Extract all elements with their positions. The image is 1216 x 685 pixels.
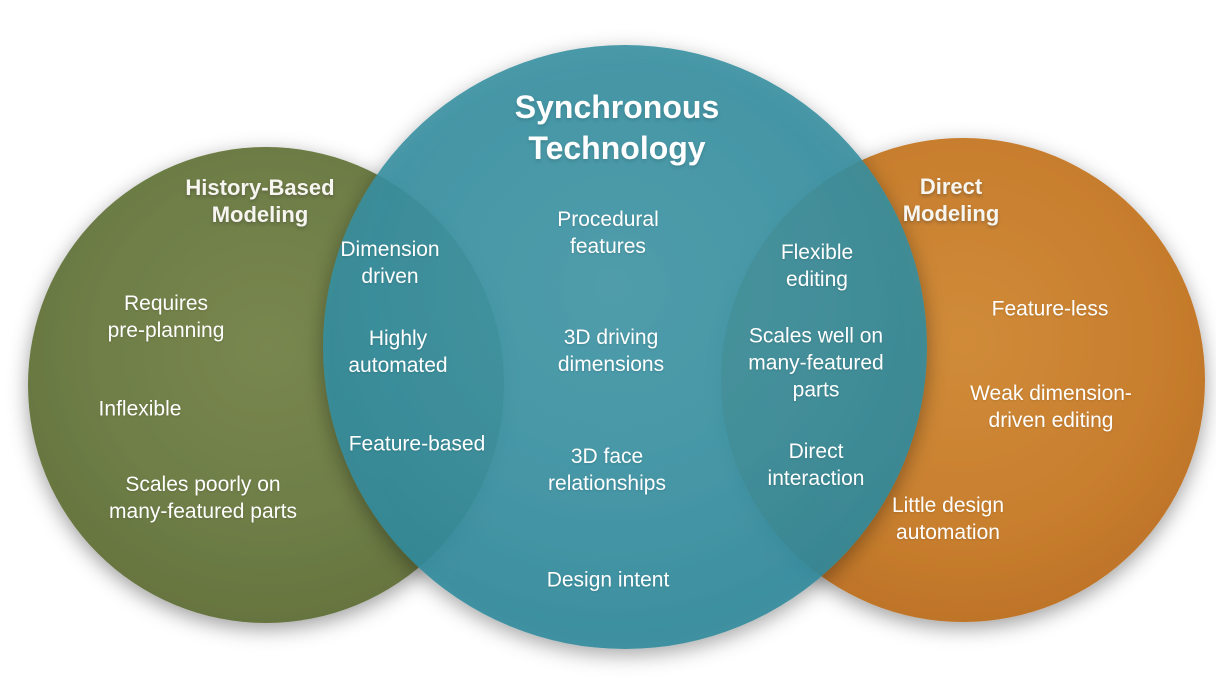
synchronous-direct-overlap-item: Scales well on many-featured parts [748, 324, 884, 402]
synchronous-technology-title: Synchronous Technology [514, 89, 720, 166]
history-synchronous-overlap-item: Feature-based [348, 432, 486, 456]
direct-item: Little design automation [891, 494, 1005, 544]
synchronous-item: 3D driving dimensions [557, 326, 665, 376]
history-item: Requires pre-planning [107, 292, 225, 342]
synchronous-item: Design intent [546, 568, 670, 592]
synchronous-circle [323, 45, 927, 649]
history-synchronous-overlap-item: Highly automated [348, 327, 448, 377]
history-item: Scales poorly on many-featured parts [109, 473, 297, 523]
direct-item: Feature-less [991, 297, 1109, 321]
synchronous-direct-overlap-item: Direct interaction [767, 440, 865, 490]
history-modeling-title: History-Based Modeling [185, 175, 335, 227]
synchronous-item: 3D face relationships [548, 445, 666, 495]
history-synchronous-overlap-item: Dimension driven [340, 238, 440, 288]
synchronous-direct-overlap-item: Flexible editing [780, 241, 854, 291]
history-item: Inflexible [98, 397, 182, 421]
synchronous-item: Procedural features [557, 208, 659, 258]
direct-modeling-title: Direct Modeling [902, 174, 1000, 226]
direct-item: Weak dimension- driven editing [970, 382, 1132, 432]
